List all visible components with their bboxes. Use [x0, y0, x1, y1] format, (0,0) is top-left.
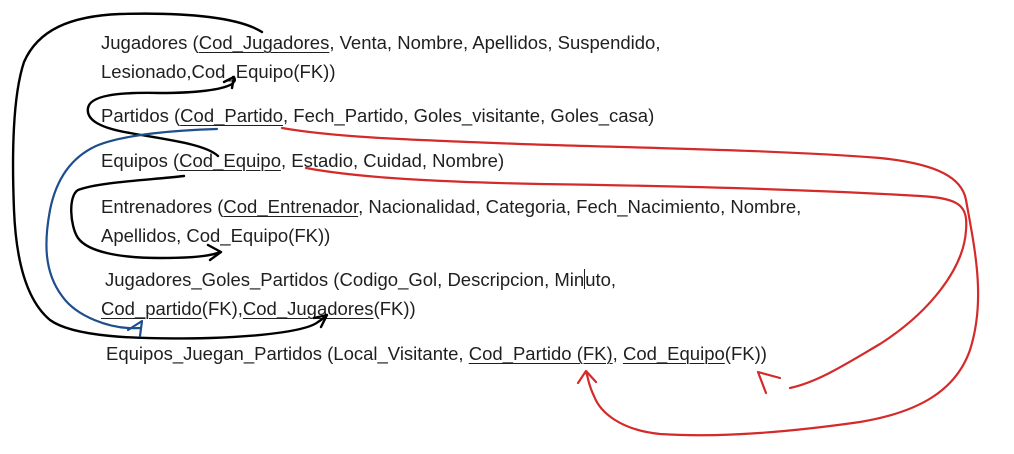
table-jugadores-attrs-2: Lesionado,Cod_Equipo(FK)): [101, 61, 336, 82]
table-jugadores-attrs: , Venta, Nombre, Apellidos, Suspendido,: [329, 32, 661, 53]
table-jugadores-pk: Cod_Jugadores: [198, 32, 330, 53]
table-jugadores-goles-fk-partido: Cod_partido: [101, 298, 202, 319]
table-jugadores-name: Jugadores (: [101, 32, 199, 53]
table-equipos-juegan-fk-equipo: Cod_Equipo: [622, 343, 725, 364]
table-equipos-attrs: , Estadio, Cuidad, Nombre): [281, 150, 505, 171]
fk-suffix: (FK)): [373, 298, 416, 319]
table-jugadores-line2: Lesionado,Cod_Equipo(FK)): [101, 61, 335, 83]
table-partidos: Partidos (Cod_Partido, Fech_Partido, Gol…: [101, 105, 654, 127]
table-jugadores-goles-fk-jugadores: Cod_Jugadores: [242, 298, 374, 319]
table-jugadores-goles-line2: Cod_partido(FK),Cod_Jugadores(FK)): [101, 298, 416, 320]
table-jugadores-line1: Jugadores (Cod_Jugadores, Venta, Nombre,…: [101, 32, 661, 54]
arrow-head: [222, 75, 236, 90]
arrow-partidos-to-juegan: [280, 126, 980, 437]
table-equipos-juegan: Equipos_Juegan_Partidos (Local_Visitante…: [106, 343, 767, 365]
table-equipos: Equipos (Cod_Equipo, Estadio, Cuidad, No…: [101, 150, 504, 172]
table-entrenadores-line1: Entrenadores (Cod_Entrenador, Nacionalid…: [101, 196, 801, 218]
table-equipos-juegan-fk-partido: Cod_Partido (FK): [468, 343, 613, 364]
arrow-jugadores-to-goles: [11, 12, 328, 340]
table-entrenadores-attrs: , Nacionalidad, Categoria, Fech_Nacimien…: [358, 196, 802, 217]
table-partidos-attrs: , Fech_Partido, Goles_visitante, Goles_c…: [283, 105, 655, 126]
table-entrenadores-line2: Apellidos, Cod_Equipo(FK)): [101, 225, 330, 247]
arrow-head: [206, 243, 223, 262]
table-equipos-pk: Cod_Equipo: [179, 150, 281, 171]
arrow-equipos-to-jugadores: [86, 75, 236, 158]
table-entrenadores-name: Entrenadores (: [101, 196, 224, 217]
table-entrenadores-pk: Cod_Entrenador: [223, 196, 359, 217]
fk-suffix: (FK),: [201, 298, 243, 319]
arrow-head: [312, 313, 329, 329]
arrow-head: [576, 369, 598, 385]
table-jugadores-goles-line1: Jugadores_Goles_Partidos (Codigo_Gol, De…: [105, 269, 616, 291]
table-equipos-juegan-prefix: Equipos_Juegan_Partidos (Local_Visitante…: [106, 343, 469, 364]
table-entrenadores-attrs-2: Apellidos, Cod_Equipo(FK)): [101, 225, 331, 246]
arrow-head: [756, 370, 782, 395]
arrow-head: [126, 319, 144, 338]
separator: ,: [612, 343, 623, 364]
arrow-partidos-to-goles: [45, 127, 219, 330]
fk-suffix: (FK)): [724, 343, 767, 364]
table-jugadores-goles-attrs-a: Jugadores_Goles_Partidos (Codigo_Gol, De…: [105, 269, 585, 290]
table-jugadores-goles-attrs-b: uto,: [585, 269, 617, 290]
arrow-equipos-to-juegan: [304, 166, 968, 390]
arrow-equipos-to-entrenadores: [70, 174, 222, 260]
table-partidos-name: Partidos (: [101, 105, 181, 126]
table-partidos-pk: Cod_Partido: [180, 105, 284, 126]
text-cursor: [584, 269, 586, 289]
table-equipos-name: Equipos (: [101, 150, 180, 171]
